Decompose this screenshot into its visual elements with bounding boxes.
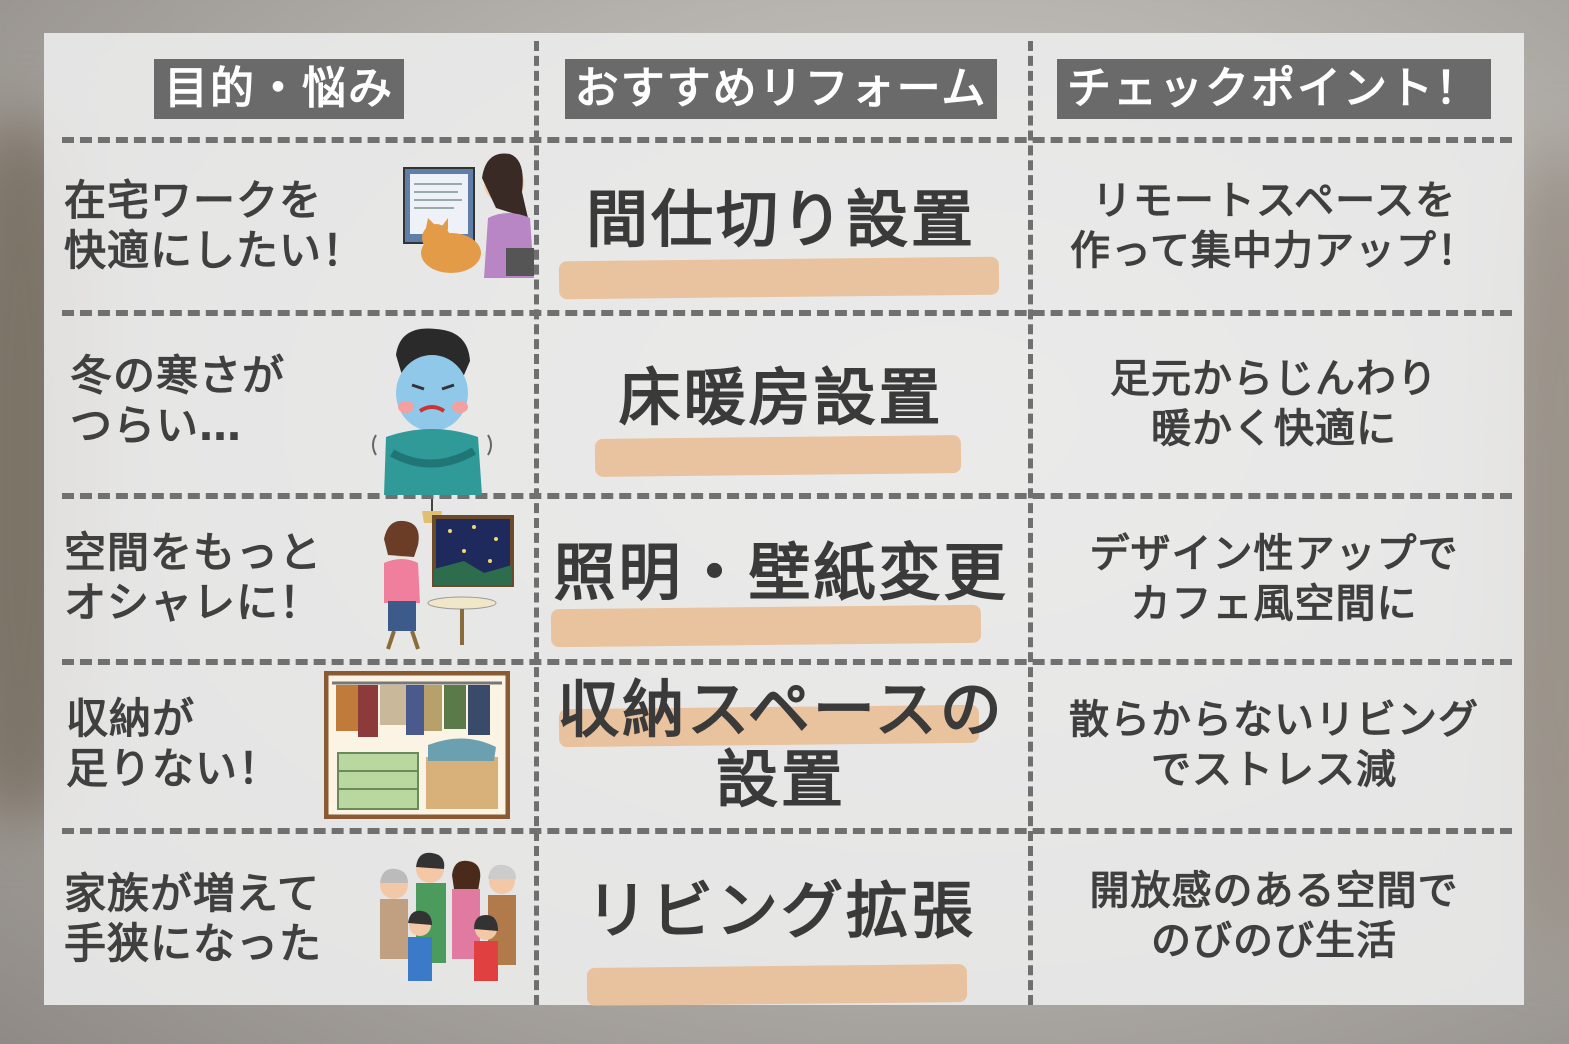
purpose-text: 冬の寒さが つらい… xyxy=(70,351,286,450)
header-reform: おすすめリフォーム xyxy=(564,59,998,119)
row-divider xyxy=(62,137,1512,143)
woman-at-laptop-with-cat-icon xyxy=(403,153,534,278)
row-1-check: リモートスペースを 作って集中力アップ！ xyxy=(1070,178,1478,274)
purpose-text: 空間をもっと オシャレに！ xyxy=(64,528,323,627)
reform-text: 照明・壁紙変更 xyxy=(553,535,1009,609)
row-divider xyxy=(62,310,1512,316)
row-2-check: 足元からじんわり 暖かく快適に xyxy=(1110,356,1438,452)
row-1-reform-cell: 間仕切り設置 xyxy=(539,145,1023,307)
row-divider xyxy=(62,828,1512,834)
reform-text: 収納スペースの 設置 xyxy=(557,673,1005,816)
row-divider xyxy=(62,659,1512,665)
reform-text: 床暖房設置 xyxy=(618,361,944,434)
row-4-purpose: 収納が 足りない！ xyxy=(66,669,281,819)
row-5-check: 開放感のある空間で のびのび生活 xyxy=(1089,868,1459,964)
row-4-check: 散らからないリビング でストレス減 xyxy=(1069,697,1479,793)
messy-closet-icon xyxy=(324,671,510,819)
reform-text: 間仕切り設置 xyxy=(585,183,976,256)
header-purpose-cell: 目的・悩み xyxy=(44,59,514,119)
header-reform-cell: おすすめリフォーム xyxy=(539,59,1023,119)
row-3-reform-cell: 照明・壁紙変更 xyxy=(539,501,1023,656)
purpose-text: 在宅ワークを 快適にしたい！ xyxy=(64,176,366,275)
row-2-purpose: 冬の寒さが つらい… xyxy=(70,321,285,481)
row-5-purpose: 家族が増えて 手狭になった xyxy=(64,839,322,999)
purpose-text: 家族が増えて 手狭になった xyxy=(64,869,323,968)
column-divider xyxy=(1028,41,1033,1005)
header-check: チェックポイント！ xyxy=(1057,59,1491,119)
row-2-reform-cell: 床暖房設置 xyxy=(539,319,1023,489)
family-group-icon xyxy=(380,852,516,981)
row-divider xyxy=(62,493,1512,499)
row-3-check: デザイン性アップで カフェ風空間に xyxy=(1089,530,1459,627)
woman-in-cafe-icon xyxy=(384,499,514,650)
row-4-reform-cell: 収納スペースの 設置 xyxy=(539,665,1023,825)
shivering-man-icon xyxy=(372,328,492,495)
highlight-marker xyxy=(550,604,982,648)
row-5-reform-cell: リビング拡張 xyxy=(539,836,1023,1006)
row-3-purpose: 空間をもっと オシャレに！ xyxy=(64,503,322,653)
row-1-purpose: 在宅ワークを 快適にしたい！ xyxy=(64,151,365,301)
header-purpose: 目的・悩み xyxy=(154,59,404,119)
highlight-marker xyxy=(558,256,1000,300)
reform-text: リビング拡張 xyxy=(585,873,976,947)
highlight-marker xyxy=(586,964,968,1006)
purpose-text: 収納が 足りない！ xyxy=(66,694,282,793)
highlight-marker xyxy=(594,435,962,477)
comparison-table: 目的・悩み おすすめリフォーム チェックポイント！ 在宅ワークを 快適にしたい！… xyxy=(44,33,1524,1006)
column-divider xyxy=(534,41,539,1005)
header-check-cell: チェックポイント！ xyxy=(1034,59,1514,119)
